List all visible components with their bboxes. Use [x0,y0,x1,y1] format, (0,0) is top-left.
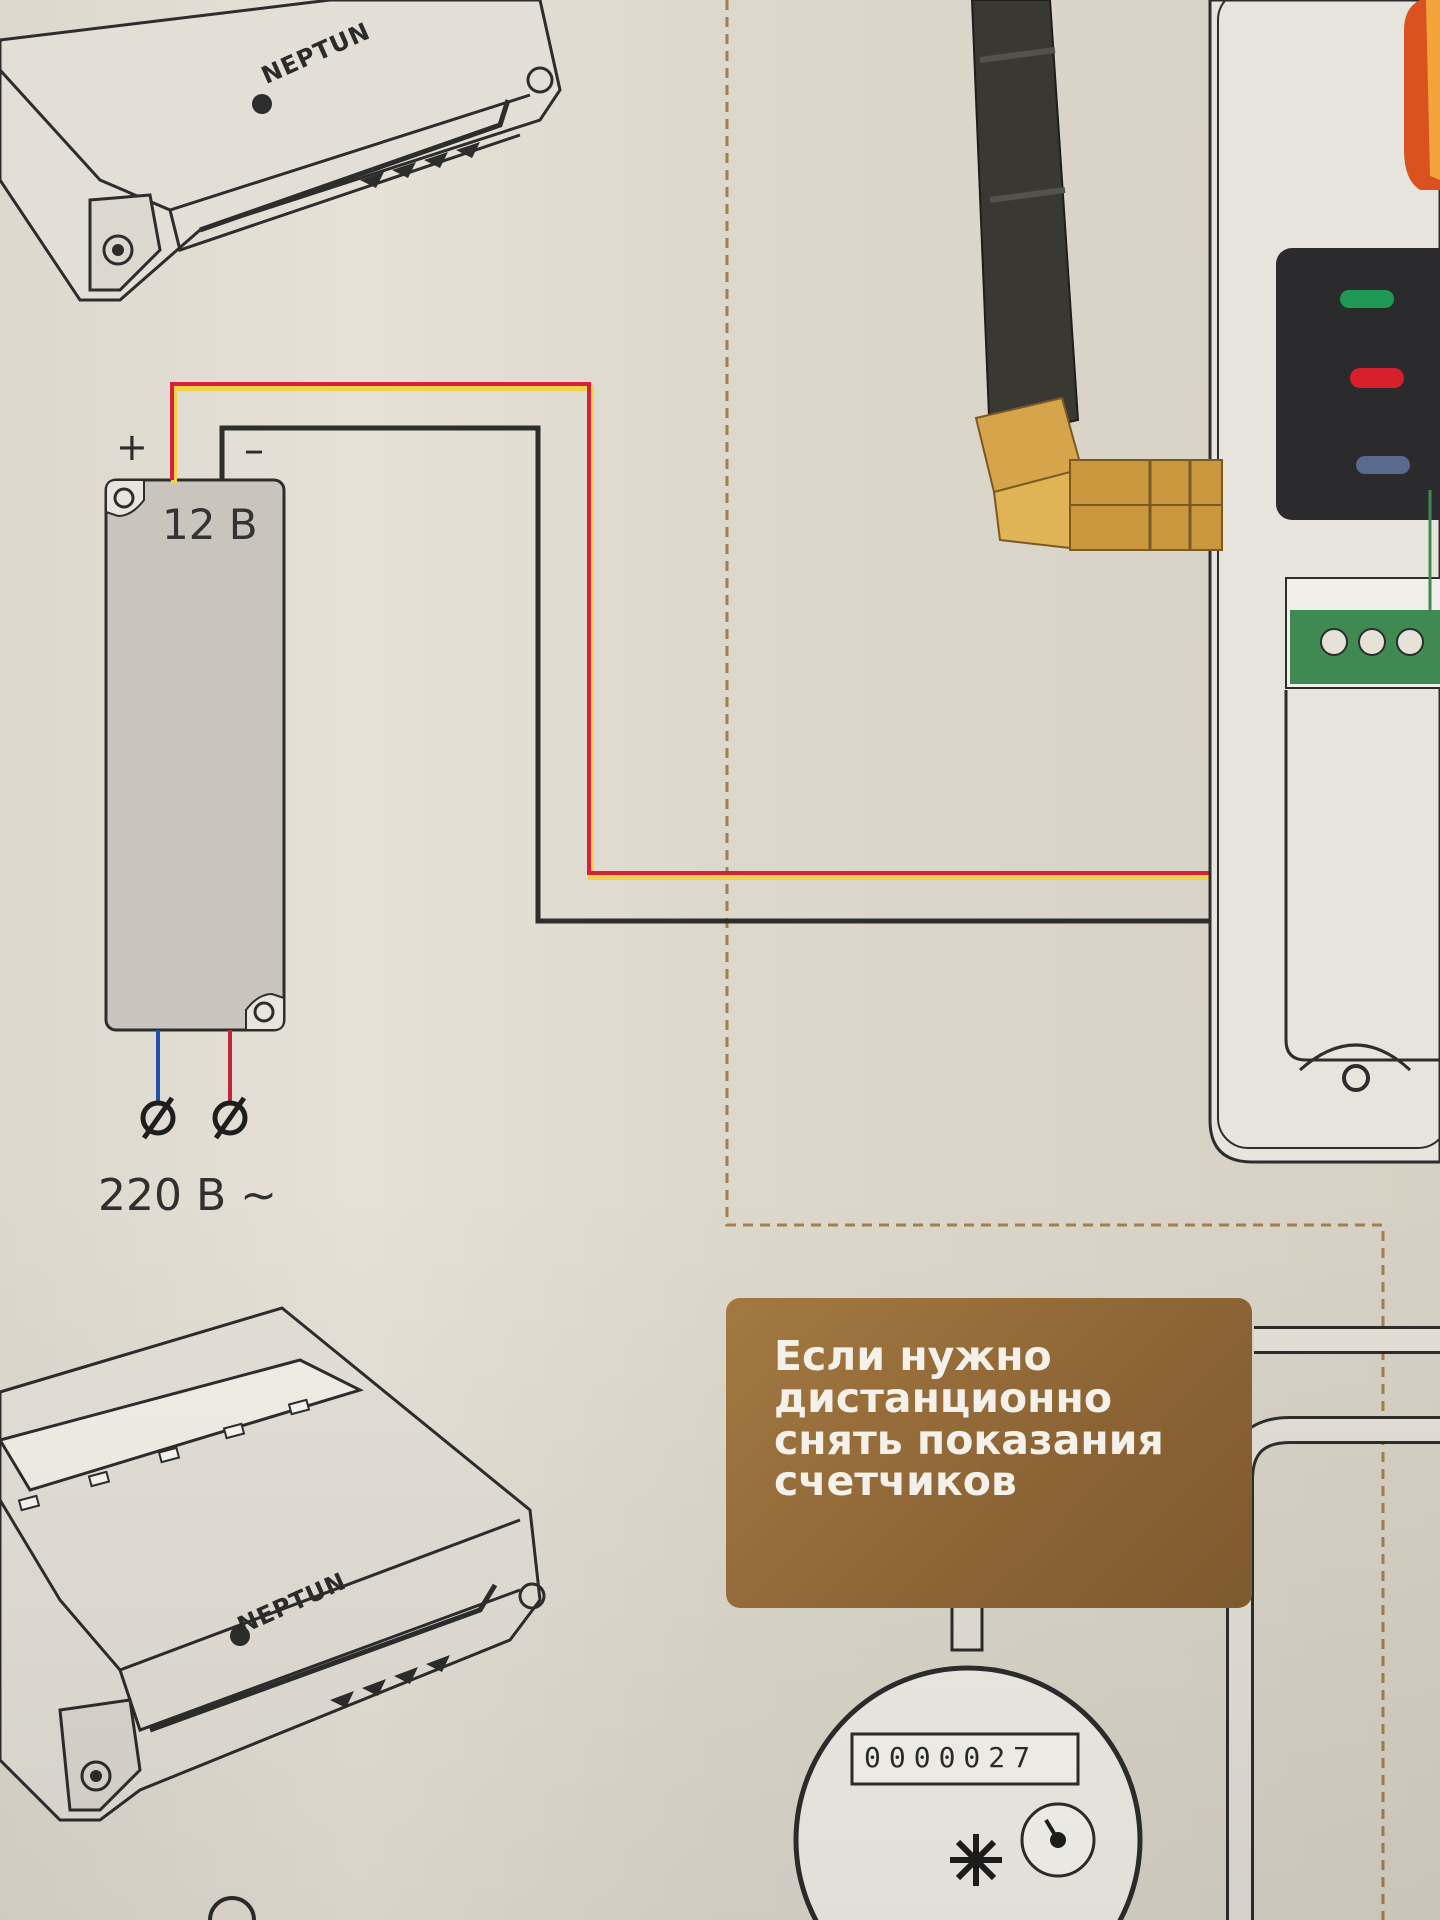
vent-slots-top [360,142,480,188]
callout-text: Если нужно дистанционно снять показания … [774,1332,1164,1506]
gsm-module [1208,0,1440,1164]
power-supply-12v [104,478,286,1032]
meter-star-icon [950,1834,1002,1886]
screw-terminal-icon [1320,628,1348,656]
positive-terminal-label: + [116,425,148,469]
output-voltage-label: 12 В [162,500,258,549]
terminal-icon [140,1096,176,1140]
screw-terminal-icon [1358,628,1386,656]
meter-counter-window [850,1732,1080,1786]
mount-hole-icon [253,1001,275,1023]
screw-terminal-icon [1396,628,1424,656]
neptun-controller-top [0,0,562,302]
led-blue-icon [1356,456,1410,474]
led-green-icon [1340,290,1394,308]
neptun-logo-icon [230,1626,250,1646]
terminal-icon [212,1096,248,1140]
vent-slots-bottom [330,1655,450,1708]
mount-hole-icon [113,487,135,509]
zone-border-dashed [725,0,1385,1920]
mains-input-wires [140,1030,248,1140]
antenna-icon [970,0,1223,551]
positive-wire [170,382,1340,880]
meter-reading: 0000027 [864,1741,1039,1774]
led-red-icon [1350,368,1404,388]
water-meter [793,1604,1143,1920]
remote-reading-callout: Если нужно дистанционно снять показания … [726,1298,1252,1608]
neptun-logo-icon [252,94,272,114]
led-indicators [17,1398,311,1512]
pipes [1226,1326,1440,1920]
input-voltage-label: 220 В ~ [98,1170,278,1221]
neptun-controller-bottom [0,1306,546,1920]
negative-terminal-label: – [244,427,264,473]
